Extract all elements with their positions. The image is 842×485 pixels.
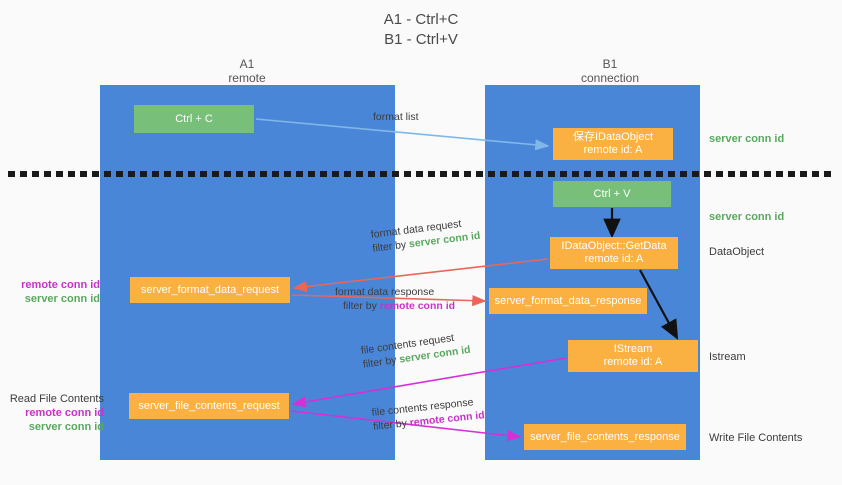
- edge-label-filter-by-4: filter by: [372, 417, 408, 433]
- node-ctrl-c-label: Ctrl + C: [175, 112, 213, 125]
- node-getdata-line2: remote id: A: [584, 253, 644, 265]
- lane-a1-name: A1: [239, 57, 255, 71]
- title-line-2: B1 - Ctrl+V: [384, 31, 458, 48]
- node-ctrl-c[interactable]: Ctrl + C: [134, 105, 254, 133]
- edge-label-format-list: format list: [373, 110, 419, 124]
- edge-label-format-data-response-text: format data response: [335, 286, 435, 298]
- label-istream: Istream: [709, 351, 746, 363]
- phase-divider-dashed-line: [8, 171, 836, 177]
- node-server-file-contents-request[interactable]: server_file_contents_request: [129, 393, 289, 419]
- node-server-format-data-response-label: server_format_data_response: [494, 294, 642, 307]
- node-server-file-contents-request-label: server_file_contents_request: [138, 399, 280, 412]
- lane-header-b1: B1 connection: [510, 57, 710, 85]
- node-istream-line1: IStream: [613, 343, 653, 355]
- label-server-conn-id-top: server conn id: [709, 133, 785, 145]
- edge-label-remote-conn-id-2: remote conn id: [379, 300, 456, 312]
- node-server-format-data-request-label: server_format_data_request: [140, 283, 280, 296]
- edge-label-format-list-text: format list: [373, 111, 419, 123]
- label-remote-conn-id-bottom: remote conn id: [25, 407, 104, 419]
- label-server-conn-id-bottom: server conn id: [28, 421, 104, 433]
- lane-b1-sub: connection: [580, 71, 640, 85]
- label-write-file-contents: Write File Contents: [709, 432, 803, 444]
- node-getdata-line1: IDataObject::GetData: [561, 240, 667, 252]
- label-dataobject: DataObject: [709, 246, 765, 258]
- label-server-conn-id-middle: server conn id: [24, 293, 100, 305]
- node-ctrl-v-label: Ctrl + V: [593, 187, 631, 200]
- label-group-conn-ids-middle: remote conn id server conn id: [8, 278, 100, 306]
- lane-header-a1: A1 remote: [147, 57, 347, 85]
- node-istream-line2: remote id: A: [603, 356, 663, 368]
- node-server-file-contents-response-label: server_file_contents_response: [530, 430, 680, 443]
- lane-b1-name: B1: [602, 57, 618, 71]
- diagram-title: A1 - Ctrl+C B1 - Ctrl+V: [0, 10, 842, 50]
- title-line-1: A1 - Ctrl+C: [383, 11, 459, 28]
- node-istream[interactable]: IStream remote id: A: [568, 340, 698, 372]
- node-idataobject-getdata[interactable]: IDataObject::GetData remote id: A: [550, 237, 678, 269]
- label-group-read-file-contents: Read File Contents remote conn id server…: [8, 392, 104, 434]
- label-read-file-contents: Read File Contents: [9, 393, 104, 405]
- node-save-idataobject[interactable]: 保存IDataObject remote id: A: [553, 128, 673, 160]
- lane-a1-sub: remote: [228, 71, 266, 85]
- node-save-idataobject-line1: 保存IDataObject: [572, 131, 654, 143]
- node-server-file-contents-response[interactable]: server_file_contents_response: [524, 424, 686, 450]
- edge-label-format-data-response: format data response filter by remote co…: [335, 285, 455, 313]
- label-remote-conn-id-middle: remote conn id: [21, 279, 100, 291]
- label-server-conn-id-second: server conn id: [709, 211, 785, 223]
- node-server-format-data-request[interactable]: server_format_data_request: [130, 277, 290, 303]
- node-ctrl-v[interactable]: Ctrl + V: [553, 181, 671, 207]
- node-server-format-data-response[interactable]: server_format_data_response: [489, 288, 647, 314]
- edge-label-filter-by-2: filter by: [343, 300, 377, 312]
- edge-label-filter-by-1: filter by: [371, 238, 407, 255]
- node-save-idataobject-line2: remote id: A: [583, 144, 643, 156]
